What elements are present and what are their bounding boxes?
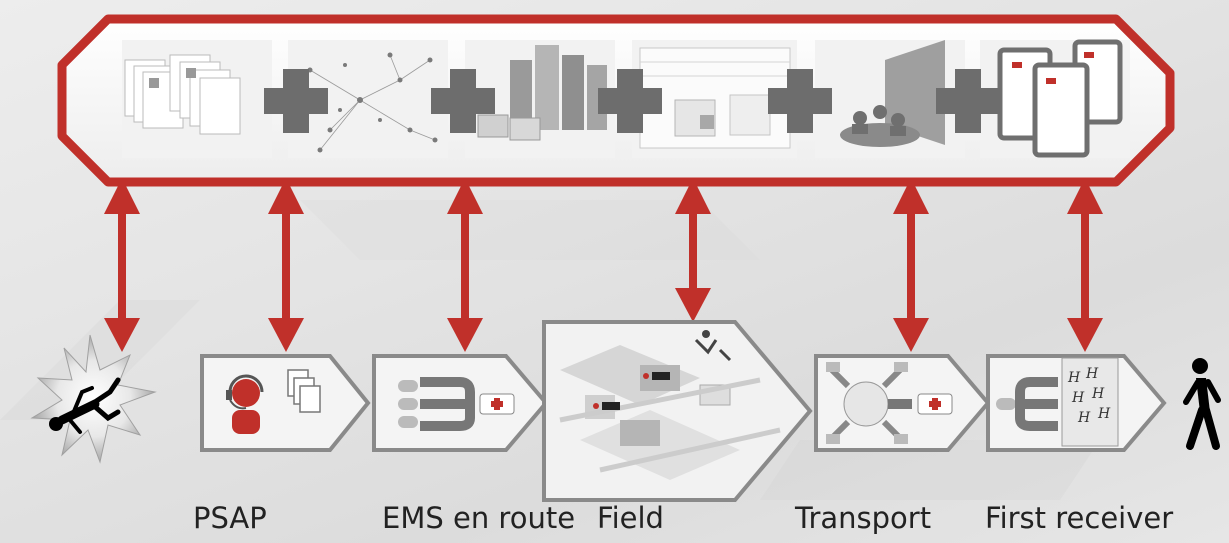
papers-icon <box>287 369 321 413</box>
double-arrow-icon <box>268 178 304 352</box>
label-transport: Transport <box>795 501 932 535</box>
double-arrow-icon <box>104 178 140 352</box>
stage-psap <box>200 354 371 452</box>
double-arrow-icon <box>447 178 483 352</box>
svg-text:H: H <box>1077 410 1091 426</box>
documents-icon <box>122 40 272 158</box>
double-arrow-icon <box>675 178 711 322</box>
svg-text:H: H <box>1091 386 1105 402</box>
stage-field <box>542 320 813 502</box>
transport-hub-icon <box>826 362 953 444</box>
double-arrow-icon <box>893 178 929 352</box>
background-decoration <box>0 200 1100 500</box>
svg-text:H: H <box>1067 370 1081 386</box>
ambulance-merge-icon <box>398 377 515 431</box>
svg-text:H: H <box>1071 390 1085 406</box>
double-arrow-icon <box>1067 178 1103 352</box>
plus-icon <box>768 69 832 133</box>
svg-text:H: H <box>1085 366 1099 382</box>
systems-bar <box>57 14 1175 187</box>
plus-icons <box>264 69 1000 133</box>
label-ems-en-route: EMS en route <box>382 501 576 535</box>
dispatcher-headset-icon <box>226 374 264 434</box>
walking-person-icon <box>1183 358 1221 450</box>
plus-icon <box>936 69 1000 133</box>
label-first-receiver: First receiver <box>985 501 1174 535</box>
plus-icon <box>431 69 495 133</box>
tablet-devices-icon <box>980 39 1130 158</box>
stage-transport <box>814 354 991 452</box>
label-field: Field <box>597 501 664 535</box>
plus-icon <box>264 69 328 133</box>
hospital-merge-icon: H H H H H H <box>996 357 1119 447</box>
plus-icon <box>598 69 662 133</box>
connector-arrows <box>104 178 1103 352</box>
label-psap: PSAP <box>193 501 267 535</box>
stage-first-receiver: H H H H H H <box>986 354 1167 452</box>
injured-person-icon <box>30 334 157 464</box>
incident-scene-icon <box>559 330 781 480</box>
stage-ems-en-route <box>372 354 549 452</box>
svg-text:H: H <box>1097 406 1111 422</box>
